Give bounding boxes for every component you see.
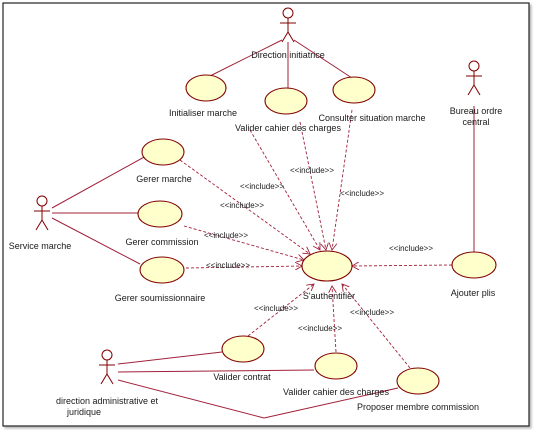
actor-direction-administrative [99,349,115,385]
uc-label-ajouter-plis: Ajouter plis [451,288,496,298]
uc-label-initialiser: Initialiser marche [169,108,237,118]
assoc-diradmin-proposer-b [263,387,399,419]
dep-gerer-soumissionnaire [185,266,302,268]
include-label-valider-cahier-bottom: <<include>> [298,324,342,333]
uc-label-proposer-membre: Proposer membre commission [357,402,479,412]
dep-gerer-commission [183,225,304,260]
uc-label-gerer-soumissionnaire: Gerer soumissionnaire [115,293,206,303]
assoc-service-gerer-soumissionnaire [51,217,141,265]
usecase-initialiser-marche [185,74,227,102]
actor-label-diradmin-line2: juridique [66,407,101,417]
usecase-gerer-commission [137,200,183,228]
include-label-consulter: <<include>> [340,189,384,198]
usecase-proposer-membre [396,367,440,395]
include-label-gerer-commission: <<include>> [204,231,248,240]
actors [34,7,482,385]
uc-label-valider-cahier-bottom: Valider cahier des charges [283,387,389,397]
dep-consulter [332,109,353,250]
use-cases [137,74,497,395]
include-label-valider-contrat: <<include>> [254,304,298,313]
dep-valider-contrat [247,284,314,337]
include-label-ajouter-plis: <<include>> [389,244,433,253]
usecase-gerer-marche [141,138,185,166]
dep-valider-cahier-bottom [332,286,337,353]
actor-service-marche [34,195,50,231]
assoc-service-gerer-marche [51,155,147,209]
usecase-valider-cahier-bottom [314,352,358,380]
actor-label-direction: Direction initiatrice [251,50,325,60]
usecase-valider-contrat [221,335,265,363]
dep-gerer-marche [179,159,310,254]
uc-label-valider-contrat: Valider contrat [213,372,271,382]
assoc-direction-initialiser [209,39,283,77]
assoc-diradmin-valider-cahier [117,369,315,373]
usecase-ajouter-plis [451,251,497,279]
actor-label-bureau-line2: central [462,117,489,127]
include-dependencies [179,109,453,369]
assoc-direction-consulter [293,39,353,79]
actor-bureau-ordre-central [466,60,482,96]
assoc-diradmin-proposer [117,379,265,419]
dep-valider-cahier-top [249,129,320,250]
uc-label-sauthentifier: S'authentifier [303,291,355,301]
assoc-diradmin-valider-contrat [117,351,223,365]
diagram-frame [2,2,530,427]
include-label-gerer-marche: <<include>> [240,182,284,191]
include-label-proposer: <<include>> [350,308,394,317]
uc-label-consulter: Consulter situation marche [318,113,425,123]
usecase-consulter-situation [332,76,376,104]
associations [51,39,475,419]
actor-label-bureau-line1: Bureau ordre [450,106,503,116]
actor-label-service: Service marche [9,241,72,251]
uc-label-gerer-commission: Gerer commission [125,237,198,247]
dep-ajouter-plis [352,265,453,266]
include-label-valider-cahier-top: <<include>> [220,201,264,210]
include-label-gerer-soumissionnaire: <<include>> [206,261,250,270]
uc-label-valider-cahier-top: Valider cahier des charges [235,123,341,133]
include-label-top-center: <<include>> [290,166,334,175]
usecase-gerer-soumissionnaire [139,256,185,284]
dep-proposer [342,284,411,369]
uc-label-gerer-marche: Gerer marche [136,174,192,184]
usecase-valider-cahier-top [264,87,308,115]
usecase-sauthentifier [301,250,353,282]
actor-label-diradmin-line1: direction administrative et [56,396,159,406]
actor-direction-initiatrice [280,7,296,43]
dep-initialiser-extra [299,121,326,250]
